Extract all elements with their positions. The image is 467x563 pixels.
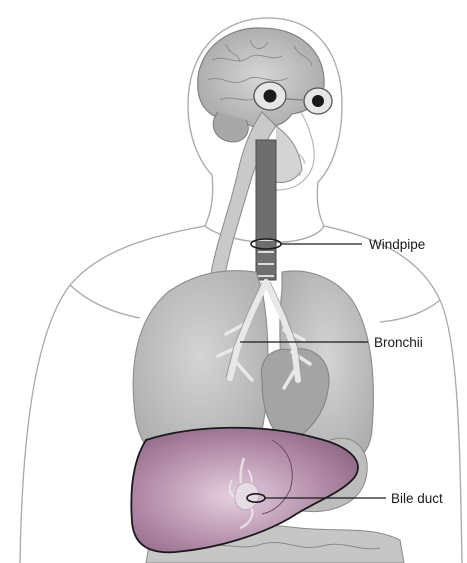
bile-duct-label: Bile duct [391, 491, 443, 506]
windpipe [251, 140, 281, 280]
windpipe-label: Windpipe [369, 237, 425, 252]
bronchii-label: Bronchii [374, 335, 423, 350]
